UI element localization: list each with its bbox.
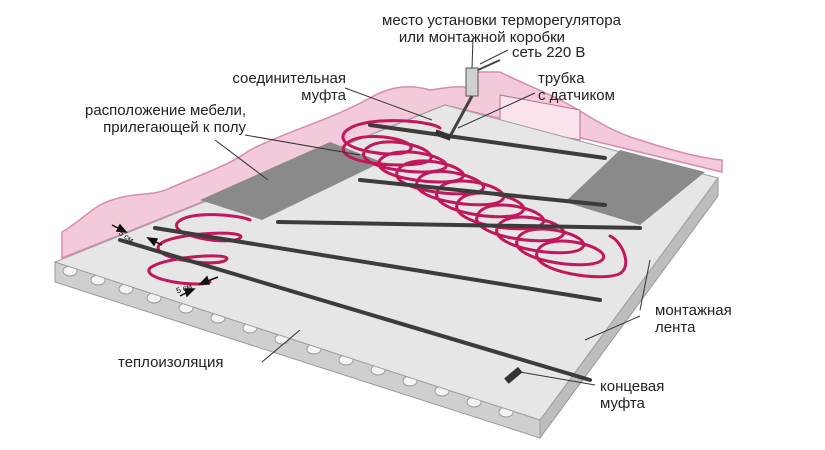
furniture-area-left (200, 142, 382, 220)
mains-label: сеть 220 В (512, 44, 586, 61)
heating-cable (341, 119, 628, 279)
furniture-label-line1: расположение мебели, (84, 102, 246, 119)
end-coupling-marker (504, 366, 523, 384)
thermostat-label-line2: или монтажной коробки (398, 29, 566, 46)
sensor-tube (446, 95, 474, 141)
furniture-label-line2: прилегающей к полу (103, 119, 246, 136)
mounting-tape-label: монтажная лента (655, 302, 732, 336)
coupling-label-line2: муфта (301, 87, 346, 104)
pointer-lines (214, 37, 651, 386)
end-coupling-label-line1: концевая (600, 378, 665, 395)
insulation-label: теплоизоляция (118, 354, 224, 371)
sensor-tube-label-line1: трубка (538, 70, 585, 87)
spacing-arrows (111, 223, 219, 298)
mounting-tape-label-line1: монтажная (655, 302, 732, 319)
thermostat-box (465, 67, 479, 97)
coupling-label-line1: соединительная (232, 70, 346, 87)
furniture-label: расположение мебели, прилегающей к полу (40, 102, 246, 136)
end-coupling-label: концевая муфта (600, 378, 664, 412)
sensor-tube-label-line2: с датчиком (538, 87, 615, 104)
end-coupling-label-line2: муфта (600, 395, 645, 412)
mounting-tape-label-line2: лента (655, 319, 696, 336)
mains-cable (477, 59, 501, 71)
thermostat-label: место установки терморегулятора или монт… (382, 12, 621, 46)
coupling-label: соединительная муфта (222, 70, 346, 104)
thermostat-label-line1: место установки терморегулятора (382, 12, 621, 29)
sensor-tube-label: трубка с датчиком (538, 70, 615, 104)
connection-coupling (434, 129, 452, 141)
mounting-tapes (118, 123, 642, 382)
